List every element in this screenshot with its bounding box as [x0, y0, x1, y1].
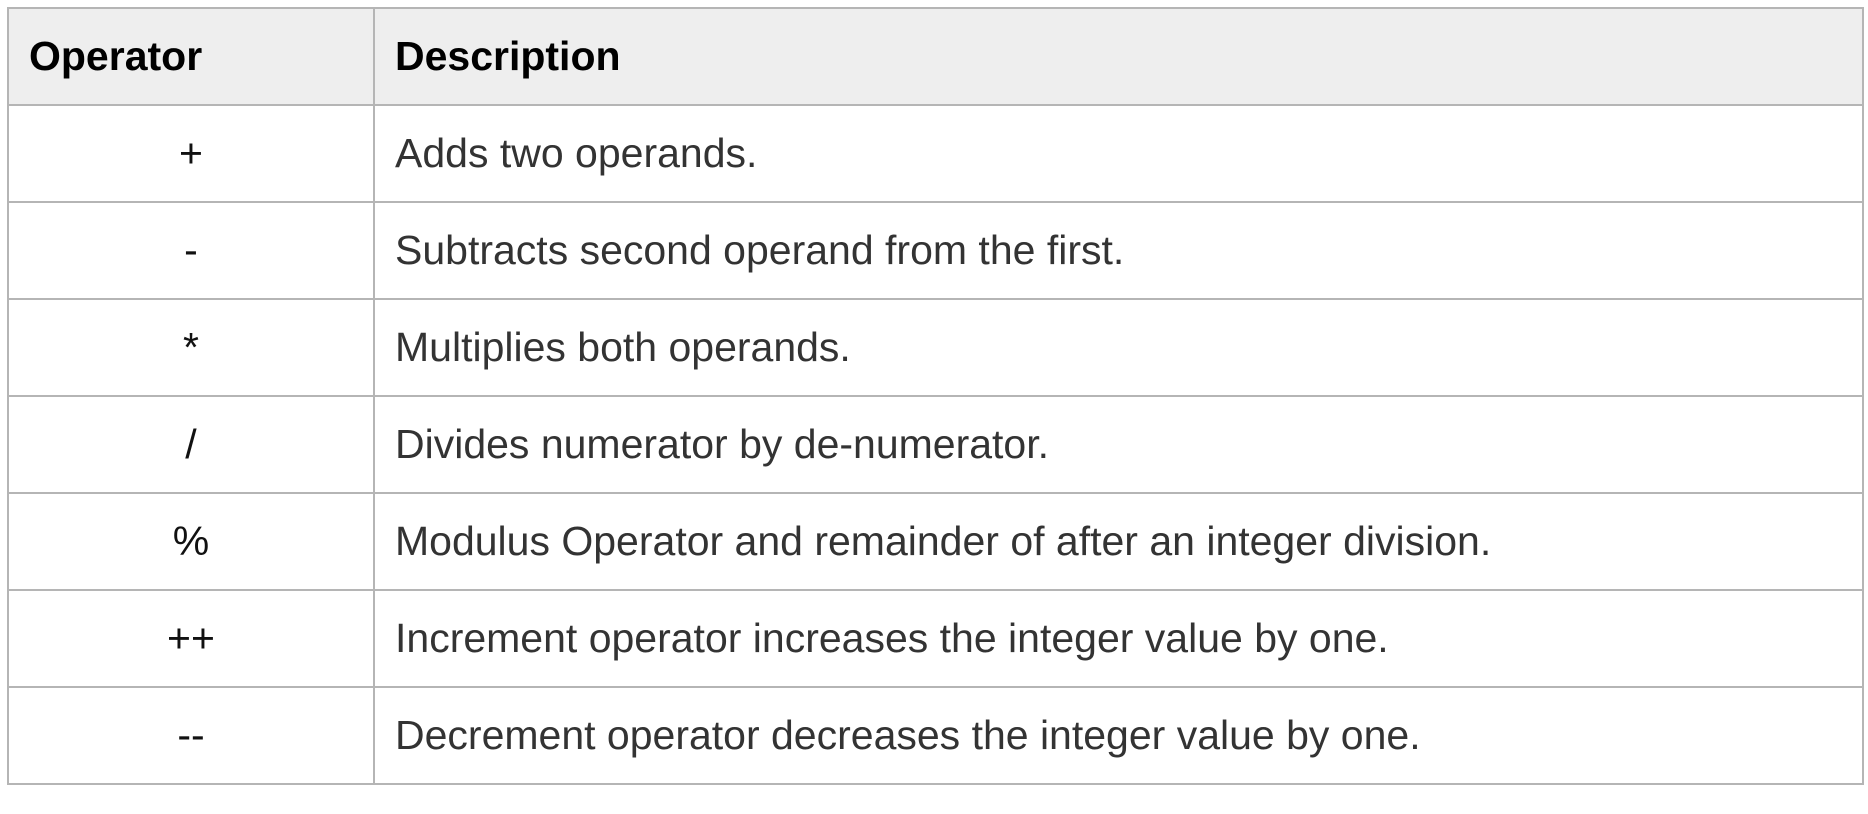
description-cell: Subtracts second operand from the first.	[373, 201, 1864, 300]
table-row: ++ Increment operator increases the inte…	[7, 589, 1864, 688]
operator-cell: ++	[7, 589, 375, 688]
operator-cell: -	[7, 201, 375, 300]
description-cell: Decrement operator decreases the integer…	[373, 686, 1864, 785]
description-cell: Multiplies both operands.	[373, 298, 1864, 397]
table-row: -- Decrement operator decreases the inte…	[7, 686, 1864, 785]
operators-table-container: Operator Description + Adds two operands…	[7, 7, 1864, 785]
table-header-row: Operator Description	[7, 7, 1864, 106]
operator-cell: %	[7, 492, 375, 591]
table-row: - Subtracts second operand from the firs…	[7, 201, 1864, 300]
header-description: Description	[373, 7, 1864, 106]
operator-cell: +	[7, 104, 375, 203]
header-operator: Operator	[7, 7, 375, 106]
description-cell: Increment operator increases the integer…	[373, 589, 1864, 688]
description-cell: Adds two operands.	[373, 104, 1864, 203]
table-row: % Modulus Operator and remainder of afte…	[7, 492, 1864, 591]
operator-cell: /	[7, 395, 375, 494]
table-row: * Multiplies both operands.	[7, 298, 1864, 397]
table-row: + Adds two operands.	[7, 104, 1864, 203]
operators-table: Operator Description + Adds two operands…	[7, 7, 1864, 785]
operator-cell: *	[7, 298, 375, 397]
table-row: / Divides numerator by de-numerator.	[7, 395, 1864, 494]
operator-cell: --	[7, 686, 375, 785]
description-cell: Divides numerator by de-numerator.	[373, 395, 1864, 494]
description-cell: Modulus Operator and remainder of after …	[373, 492, 1864, 591]
